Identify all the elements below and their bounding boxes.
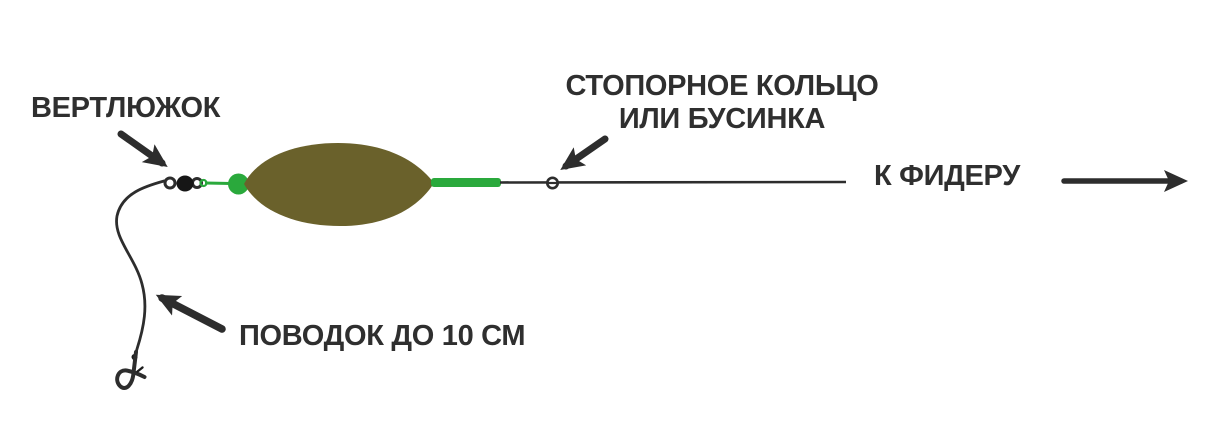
- swivel-label: ВЕРТЛЮЖОК: [31, 92, 221, 124]
- green-link-line: [204, 181, 232, 185]
- stop-ring-label: СТОПОРНОЕ КОЛЬЦО ИЛИ БУСИНКА: [552, 70, 892, 136]
- to-feeder-label: К ФИДЕРУ: [874, 160, 1020, 192]
- leader-pointer-arrow: [155, 294, 226, 333]
- leader-label: ПОВОДОК ДО 10 СМ: [239, 320, 526, 352]
- green-bead: [228, 173, 249, 195]
- hook-icon: [115, 350, 147, 390]
- anti-tangle-tube: [431, 178, 501, 187]
- stop-ring-label-line1: СТОПОРНОЕ КОЛЬЦО: [565, 70, 879, 102]
- stop-ring-label-line2: ИЛИ БУСИНКА: [618, 103, 826, 135]
- swivel-pointer-arrow: [117, 130, 168, 168]
- leader-line: [115, 179, 166, 358]
- feeder-body: [244, 143, 434, 226]
- hook-barb: [136, 366, 144, 373]
- stop-ring-pointer-arrow: [560, 135, 609, 170]
- swivel-barrel: [176, 175, 194, 192]
- swivel-left-ring: [163, 176, 177, 190]
